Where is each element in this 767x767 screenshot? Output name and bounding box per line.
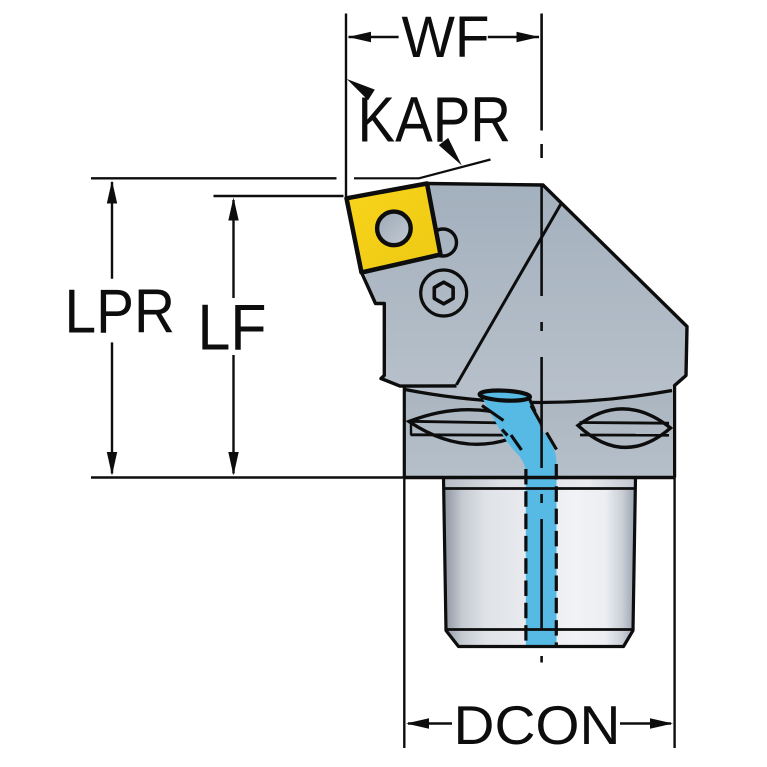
svg-text:WF: WF xyxy=(402,5,490,70)
svg-text:LPR: LPR xyxy=(65,278,176,347)
svg-text:KAPR: KAPR xyxy=(358,84,512,156)
svg-text:DCON: DCON xyxy=(454,694,621,756)
svg-text:LF: LF xyxy=(198,291,267,364)
